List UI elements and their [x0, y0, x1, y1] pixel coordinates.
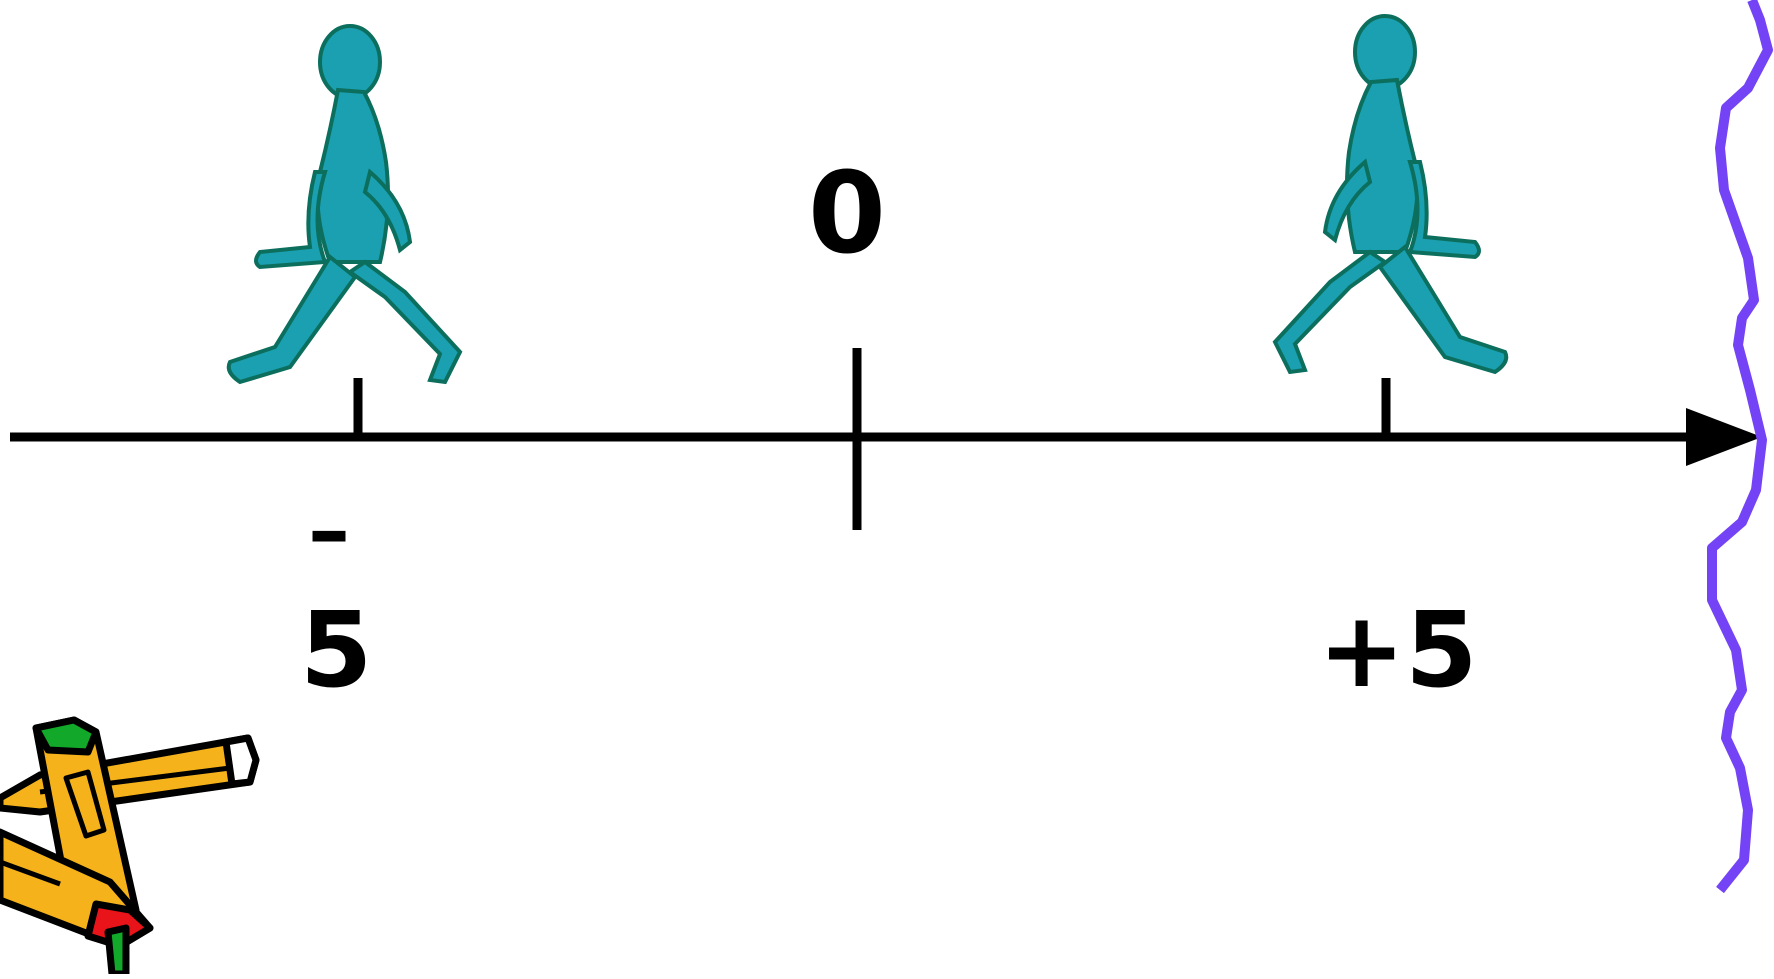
pencils-clipart-icon	[0, 716, 260, 978]
label-negative-five: 5	[300, 589, 373, 711]
axis-arrowhead-icon	[1686, 408, 1762, 466]
label-zero: 0	[808, 149, 886, 279]
walker-left-icon	[226, 24, 462, 384]
walker-right-icon	[1273, 14, 1509, 374]
wavy-border-decoration	[1707, 0, 1773, 894]
label-negative-sign: –	[308, 481, 350, 579]
label-positive-five: +5	[1318, 589, 1478, 711]
